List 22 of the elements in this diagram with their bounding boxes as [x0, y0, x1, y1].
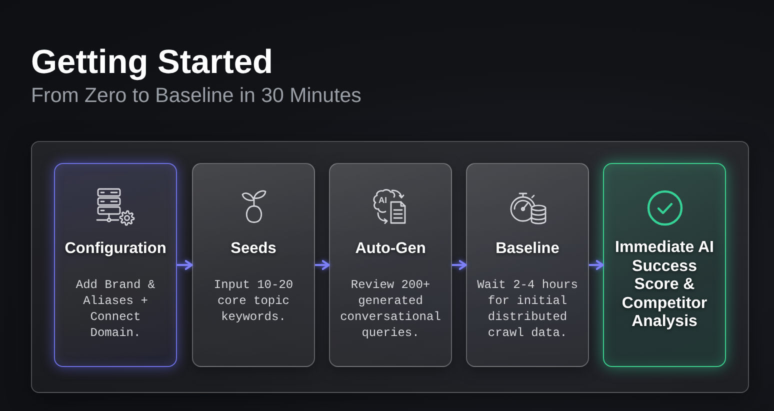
page-subtitle: From Zero to Baseline in 30 Minutes [31, 86, 362, 106]
arrow [177, 260, 193, 270]
icon-label: AI [378, 196, 387, 205]
arrow [315, 260, 330, 270]
result-text: Immediate AI Success Score & Competitor Analysis [614, 239, 715, 332]
step-title: Baseline [496, 240, 560, 258]
step-card [466, 163, 589, 367]
step-title: Seeds [230, 240, 276, 258]
step-card [192, 163, 315, 367]
arrow [589, 260, 604, 270]
steps-panel [31, 141, 749, 393]
result-card [603, 163, 726, 367]
step-description: Wait 2-4 hours for initial distributed crawl data. [476, 277, 579, 341]
step-card [54, 163, 177, 367]
step-description: Add Brand & Aliases + Connect Domain. [74, 277, 156, 341]
arrow [452, 260, 467, 270]
step-card [329, 163, 452, 367]
step-title: Auto-Gen [355, 240, 426, 258]
step-description: Review 200+ generated conversational queries. [339, 277, 442, 341]
step-description: Input 10-20 core topic keywords. [212, 277, 294, 325]
page-title: Getting Started [31, 46, 273, 80]
step-title: Configuration [64, 240, 166, 258]
